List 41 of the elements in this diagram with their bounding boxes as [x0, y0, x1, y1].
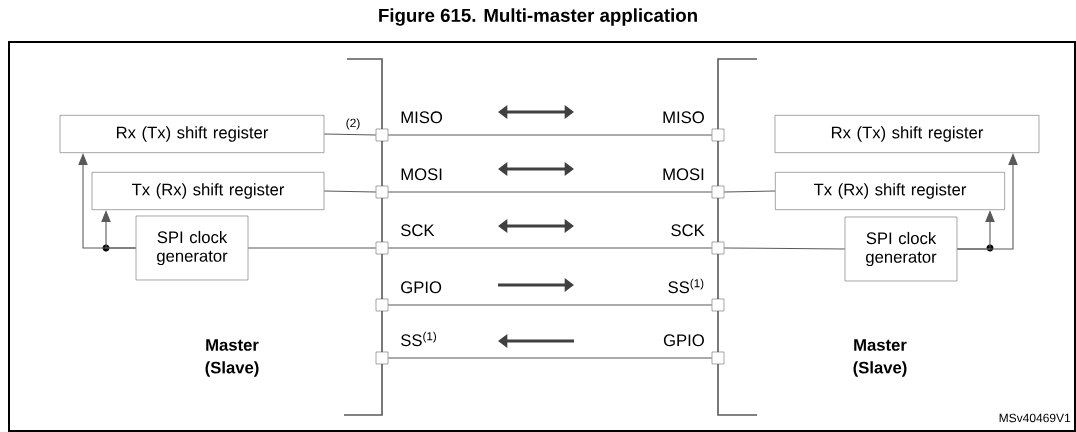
register-box: Rx (Tx) shift register [59, 115, 325, 153]
pin-label: SS$^{(1)}$ [401, 331, 437, 347]
clock-generator-box: SPI clock generator [844, 216, 958, 282]
connector-line [247, 247, 377, 249]
device-label: Master (Slave) [853, 339, 907, 377]
pin-square [711, 185, 725, 199]
pin-label: SCK [401, 224, 435, 237]
connector-line [323, 190, 377, 193]
pin-square [711, 351, 725, 365]
pin-square [375, 185, 389, 199]
pin-label: MOSI [663, 168, 704, 181]
register-box: Rx (Tx) shift register [774, 115, 1040, 153]
pin-square [375, 128, 389, 142]
connector-line [323, 133, 377, 136]
connector-line [723, 190, 776, 193]
pin-square [375, 298, 389, 312]
edge-label: (2) [346, 118, 360, 130]
pin-square [375, 351, 389, 365]
pin-square [375, 241, 389, 255]
pin-square [711, 241, 725, 255]
register-box: Tx (Rx) shift register [775, 172, 1005, 210]
pin-label: SCK [671, 224, 705, 237]
pin-label: MISO [401, 111, 443, 124]
pin-label: MISO [663, 111, 704, 124]
pin-label: MOSI [401, 168, 442, 181]
pin-label: GPIO [663, 334, 704, 347]
connector-line [387, 357, 713, 359]
pin-label: SS$^{(1)}$ [668, 278, 704, 294]
pin-square [711, 298, 725, 312]
connector-line [387, 304, 713, 306]
connector-line [387, 134, 713, 136]
pin-square [711, 128, 725, 142]
connector-line [387, 247, 713, 249]
clock-generator-box: SPI clock generator [135, 215, 249, 281]
register-box: Tx (Rx) shift register [91, 172, 325, 210]
pin-label: GPIO [401, 281, 442, 294]
figure-title: Figure 615. Multi-master application [379, 8, 697, 26]
connector-line [387, 191, 713, 193]
device-label: Master (Slave) [205, 339, 259, 377]
figure-id: MSv40469V1 [999, 413, 1071, 423]
connector-line [723, 247, 846, 250]
